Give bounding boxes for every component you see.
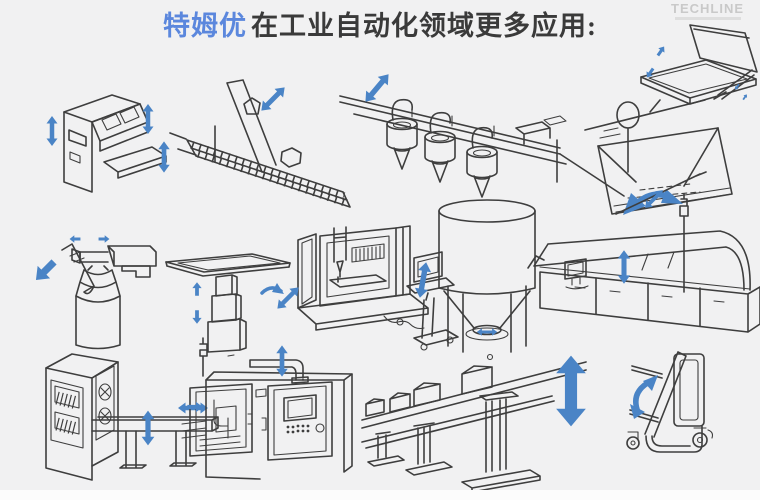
techline-logo: TECHLINE — [671, 2, 744, 20]
machine-vertical-lift-printer — [46, 94, 170, 193]
machine-silo — [438, 199, 536, 353]
logo-tagline-bar — [674, 17, 741, 20]
title-suffix: 在工业自动化领域更多应用: — [251, 11, 597, 41]
motion-arrow — [98, 235, 110, 243]
machine-machining-center — [181, 337, 353, 480]
brand-text: 特姆优 — [163, 11, 247, 41]
motion-arrow — [192, 310, 202, 324]
machine-inclined-conveyor — [169, 79, 351, 208]
bottom-strip — [0, 490, 760, 500]
machine-lifting-table — [165, 253, 291, 357]
motion-arrow — [158, 141, 170, 173]
machine-robot-arm — [29, 235, 157, 350]
motion-arrow — [643, 375, 658, 391]
motion-arrow — [617, 250, 631, 284]
machine-lift-conveyor-line — [361, 353, 587, 493]
motion-arrow — [623, 193, 646, 215]
motion-arrow — [276, 345, 288, 377]
motion-arrow — [360, 69, 394, 107]
motion-arrow — [556, 355, 586, 427]
motion-arrow — [741, 93, 749, 101]
motion-arrow — [69, 235, 81, 243]
motion-arrow — [192, 282, 202, 296]
page-title: 特姆优在工业自动化领域更多应用: — [0, 4, 760, 43]
machine-reflow-oven — [527, 171, 760, 333]
motion-arrow — [272, 283, 284, 294]
motion-arrow — [654, 44, 668, 58]
machine-cnc-mill — [260, 225, 459, 351]
motion-arrow — [661, 189, 683, 204]
motion-arrow — [29, 255, 61, 287]
machine-funnel-filling-line — [339, 69, 625, 198]
motion-arrow — [141, 410, 155, 446]
motion-arrow — [142, 104, 154, 134]
machine-flatbed-scanner — [640, 24, 758, 113]
motion-arrow — [257, 83, 289, 115]
motion-arrow — [630, 404, 645, 419]
logo-text: TECHLINE — [671, 1, 744, 16]
machine-tilt-trolley — [626, 351, 714, 453]
machine-chute-hopper — [584, 99, 733, 215]
motion-arrow — [46, 116, 58, 146]
machine-cabinet-conveyor — [45, 353, 219, 481]
